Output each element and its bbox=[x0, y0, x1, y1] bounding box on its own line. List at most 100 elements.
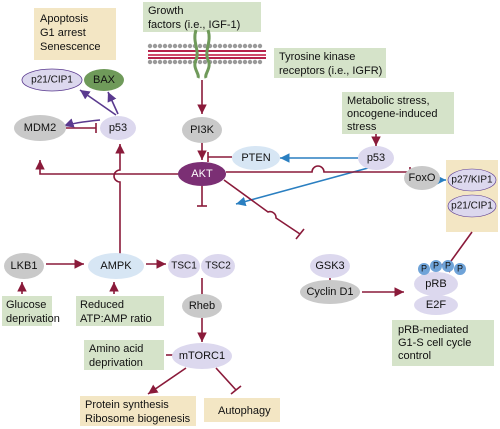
lipid-head bbox=[172, 43, 178, 49]
lipid-head bbox=[177, 43, 183, 49]
lipid-head bbox=[257, 43, 263, 49]
glucose-deprivation-label: deprivation bbox=[6, 313, 60, 325]
g1-arrest-label: G1 arrest bbox=[40, 27, 86, 39]
phospho-4: P bbox=[457, 263, 463, 273]
lipid-head bbox=[172, 59, 178, 65]
prb-mediated-label: pRB-mediated bbox=[398, 324, 468, 336]
protein-synthesis-box: Protein synthesis Ribosome biogenesis bbox=[80, 396, 196, 426]
growth-label: Growth bbox=[148, 5, 183, 17]
reduced-label: Reduced bbox=[80, 299, 124, 311]
lipid-head bbox=[152, 59, 158, 65]
node-akt: AKT bbox=[178, 162, 226, 186]
metabolic-stress-label: Metabolic stress, bbox=[347, 95, 430, 107]
tyrosine-kinase-label: Tyrosine kinase bbox=[279, 51, 355, 63]
node-rheb: Rheb bbox=[182, 294, 222, 318]
lipid-head bbox=[232, 59, 238, 65]
node-bax: BAX bbox=[84, 69, 124, 91]
lipid-head bbox=[182, 59, 188, 65]
prb-control-box: pRB-mediated G1-S cell cycle control bbox=[392, 320, 494, 366]
receptors-box: Tyrosine kinase receptors (i.e., IGFR) bbox=[274, 48, 386, 78]
gsk3-label: GSK3 bbox=[315, 260, 344, 272]
lipid-head bbox=[202, 59, 208, 65]
tsc2-label: TSC2 bbox=[205, 261, 231, 272]
p53-left-label: p53 bbox=[109, 122, 127, 134]
senescence-label: Senescence bbox=[40, 41, 101, 53]
growth-factors-label: factors (i.e., IGF-1) bbox=[148, 19, 240, 31]
node-gsk3: GSK3 bbox=[310, 254, 350, 278]
atp-amp-label: ATP:AMP ratio bbox=[80, 313, 152, 325]
node-p53-left: p53 bbox=[100, 116, 136, 140]
amino-acid-label: Amino acid bbox=[89, 343, 143, 355]
node-prb: pRB bbox=[414, 272, 458, 296]
node-tsc2: TSC2 bbox=[201, 254, 235, 278]
pten-label: PTEN bbox=[241, 152, 270, 164]
ampk-label: AMPK bbox=[100, 260, 132, 272]
lipid-head bbox=[242, 59, 248, 65]
lipid-head bbox=[202, 43, 208, 49]
foxo-label: FoxO bbox=[409, 172, 436, 184]
control-label: control bbox=[398, 350, 431, 362]
lipid-head bbox=[222, 43, 228, 49]
p21-label: p21/CIP1 bbox=[31, 75, 73, 86]
phospho-3: P bbox=[445, 260, 451, 270]
node-p53-right: p53 bbox=[358, 146, 394, 170]
lipid-head bbox=[187, 43, 193, 49]
p27-label: p27/KIP1 bbox=[451, 175, 493, 186]
akt-label: AKT bbox=[191, 168, 213, 180]
p21-right-label: p21/CIP1 bbox=[451, 201, 493, 212]
reduced-atp-box: Reduced ATP:AMP ratio bbox=[76, 296, 164, 326]
oncogene-induced-label: oncogene-induced bbox=[347, 108, 438, 120]
node-pi3k: PI3K bbox=[182, 117, 222, 143]
mtorc1-label: mTORC1 bbox=[179, 350, 225, 362]
lipid-head bbox=[162, 59, 168, 65]
lipid-head bbox=[217, 59, 223, 65]
lipid-head bbox=[187, 59, 193, 65]
node-mtorc1: mTORC1 bbox=[172, 343, 232, 369]
glucose-label: Glucose bbox=[6, 299, 46, 311]
lipid-head bbox=[227, 59, 233, 65]
lipid-head bbox=[197, 43, 203, 49]
amino-deprivation-label: deprivation bbox=[89, 357, 143, 369]
node-lkb1: LKB1 bbox=[4, 253, 44, 279]
lipid-head bbox=[252, 43, 258, 49]
mdm2-label: MDM2 bbox=[24, 122, 56, 134]
node-ampk: AMPK bbox=[88, 253, 144, 279]
node-e2f: E2F bbox=[414, 295, 458, 315]
g1s-label: G1-S cell cycle bbox=[398, 337, 471, 349]
phospho-circles: P P P P bbox=[418, 260, 466, 275]
node-foxo: FoxO bbox=[404, 166, 440, 190]
lipid-head bbox=[212, 43, 218, 49]
lipid-head bbox=[217, 43, 223, 49]
node-p21-cip1: p21/CIP1 bbox=[21, 68, 83, 92]
lkb1-label: LKB1 bbox=[11, 260, 38, 272]
node-pten: PTEN bbox=[232, 146, 280, 170]
lipid-head bbox=[157, 43, 163, 49]
amino-acid-box: Amino acid deprivation bbox=[84, 340, 164, 370]
cell-membrane bbox=[147, 29, 266, 79]
apoptosis-label: Apoptosis bbox=[40, 13, 89, 25]
node-mdm2: MDM2 bbox=[14, 115, 66, 141]
autophagy-box: Autophagy bbox=[204, 398, 280, 422]
phospho-1: P bbox=[421, 263, 427, 273]
lipid-head bbox=[162, 43, 168, 49]
lipid-head bbox=[197, 59, 203, 65]
lipid-head bbox=[247, 59, 253, 65]
growth-factors-box: Growth factors (i.e., IGF-1) bbox=[143, 2, 261, 32]
rheb-label: Rheb bbox=[189, 300, 215, 312]
p53-right-label: p53 bbox=[367, 152, 385, 164]
metabolic-stress-box: Metabolic stress, oncogene-induced stres… bbox=[342, 92, 454, 134]
lipid-head bbox=[242, 43, 248, 49]
apoptosis-box: Apoptosis G1 arrest Senescence bbox=[34, 8, 116, 60]
cyclin-d1-label: Cyclin D1 bbox=[306, 286, 353, 298]
prb-label: pRB bbox=[425, 278, 446, 290]
lipid-head bbox=[182, 43, 188, 49]
lipid-head bbox=[212, 59, 218, 65]
node-p21-cip1-right: p21/CIP1 bbox=[447, 194, 497, 218]
tsc1-label: TSC1 bbox=[171, 261, 197, 272]
node-tsc1: TSC1 bbox=[168, 254, 200, 278]
lipid-head bbox=[222, 59, 228, 65]
protein-synthesis-label: Protein synthesis bbox=[85, 399, 169, 411]
lipid-head bbox=[257, 59, 263, 65]
